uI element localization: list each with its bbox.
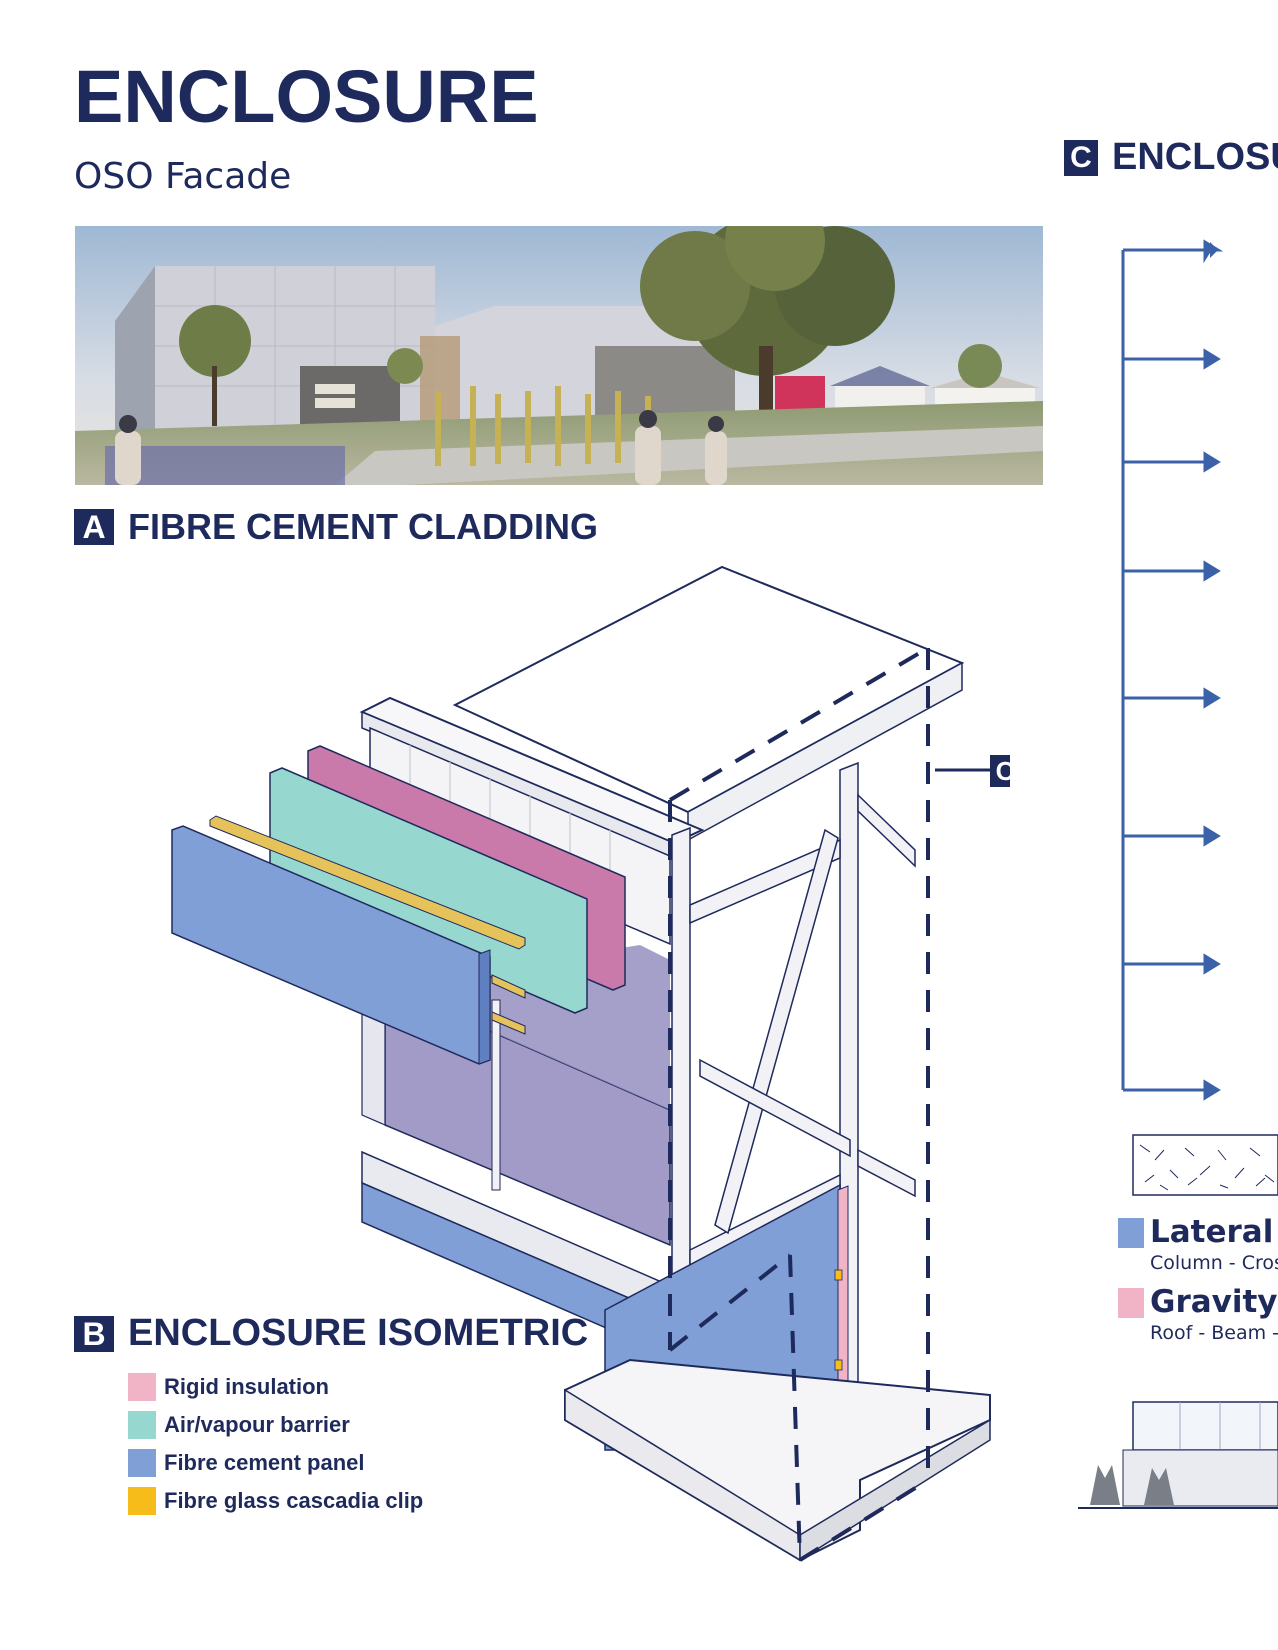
load-legend-title: Gravity lo xyxy=(1150,1284,1278,1320)
legend-swatch-rigid-insulation xyxy=(128,1373,156,1401)
section-c-callout-label: C xyxy=(996,756,1010,786)
cascadia-clip-rails xyxy=(209,815,526,1035)
load-legend-subtitle: Roof - Beam - xyxy=(1150,1322,1278,1344)
section-a-letter: A xyxy=(74,509,114,545)
load-swatch-gravity xyxy=(1118,1288,1144,1318)
legend-swatch-cascadia-clip xyxy=(128,1487,156,1515)
legend-swatch-fibre-cement-panel xyxy=(128,1449,156,1477)
legend-item: Air/vapour barrier xyxy=(128,1406,423,1444)
legend-label: Air/vapour barrier xyxy=(164,1412,350,1437)
enclosure-isometric-diagram: C xyxy=(171,565,1010,1562)
legend-item: Fibre cement panel xyxy=(128,1444,423,1482)
section-b-letter: B xyxy=(74,1315,114,1352)
ground-hatch xyxy=(1132,1134,1278,1196)
section-b-header: B ENCLOSURE ISOMETRIC xyxy=(74,1312,588,1355)
section-a-title: FIBRE CEMENT CLADDING xyxy=(128,506,598,547)
load-swatch-lateral xyxy=(1118,1218,1144,1248)
section-cut-line xyxy=(668,646,930,1562)
legend-item: Fibre glass cascadia clip xyxy=(128,1482,423,1520)
section-c-callout-box xyxy=(990,755,1010,787)
load-arrows xyxy=(1121,239,1224,1101)
load-legend-title: Lateral lo xyxy=(1150,1214,1278,1250)
lateral-load-diagram xyxy=(1078,239,1278,1509)
legend-item: Rigid insulation xyxy=(128,1368,423,1406)
section-b-title: ENCLOSURE ISOMETRIC xyxy=(128,1312,589,1354)
legend-label: Rigid insulation xyxy=(164,1374,329,1399)
page-subtitle: OSO Facade xyxy=(74,156,292,197)
material-legend: Rigid insulation Air/vapour barrier Fibr… xyxy=(128,1368,423,1520)
section-c-title: ENCLOSU xyxy=(1112,136,1278,178)
tree-icon xyxy=(1090,1465,1120,1505)
building-elevation xyxy=(1132,1401,1278,1451)
section-c-header: C ENCLOSU xyxy=(1064,136,1278,179)
legend-label: Fibre cement panel xyxy=(164,1450,365,1475)
section-a-header: A FIBRE CEMENT CLADDING xyxy=(74,506,598,548)
page-title: ENCLOSURE xyxy=(74,55,539,138)
tree-icon xyxy=(1144,1468,1174,1505)
building-render-image xyxy=(75,226,1043,485)
load-legend-subtitle: Column - Cros xyxy=(1150,1252,1278,1274)
legend-label: Fibre glass cascadia clip xyxy=(164,1488,424,1513)
section-c-letter: C xyxy=(1064,139,1098,176)
legend-swatch-air-vapour-barrier xyxy=(128,1411,156,1439)
render-illustration xyxy=(75,226,1043,485)
